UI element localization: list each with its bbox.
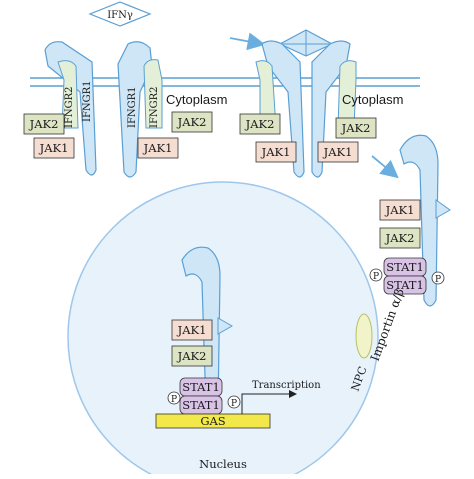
nuclear-pore-complex	[355, 313, 373, 359]
jak2-label-1: JAK2	[29, 117, 59, 131]
ifngr2-label-left: IFNGR2	[64, 86, 75, 128]
stat1-label-2a: STAT1	[182, 380, 220, 394]
jak2-label-4: JAK2	[341, 121, 371, 135]
jak1-label-1: JAK1	[39, 141, 69, 155]
ifngr1-label-right: IFNGR1	[127, 86, 138, 128]
jak1-label-2: JAK1	[143, 141, 173, 155]
jak2-box-2	[171, 111, 213, 133]
nucleus-label: Nucleus	[199, 457, 247, 471]
phospho-label-1b: P	[435, 275, 441, 285]
jak1-box-6	[171, 319, 213, 341]
jak1-label-3: JAK1	[261, 145, 291, 159]
phospho-2b	[227, 395, 241, 409]
cytoplasm-label-2: Cytoplasm	[342, 92, 403, 107]
ifng-label: IFNγ	[107, 10, 133, 21]
phospho-label-2b: P	[231, 399, 237, 409]
jak1-label-5: JAK1	[385, 203, 415, 217]
jak1-label-6: JAK1	[177, 323, 207, 337]
phospho-label-1a: P	[373, 272, 379, 282]
gas-label: GAS	[200, 414, 225, 428]
jak2-box-5	[379, 227, 421, 249]
ifngr1-left	[44, 41, 97, 176]
ifngr2-label-right: IFNGR2	[149, 86, 160, 128]
binding-arrow	[229, 32, 266, 51]
stat1-label-1a: STAT1	[386, 260, 424, 274]
jak2-box-3	[239, 113, 281, 135]
ifng-ligand: IFNγ	[88, 1, 152, 27]
stat1-box-1b	[383, 275, 427, 295]
receptor-pair-bound: JAK2 JAK1 JAK2 JAK1	[239, 29, 377, 178]
jak1-box-2	[137, 137, 179, 159]
phospho-1a	[369, 268, 383, 282]
nuclear-complex: JAK1 JAK2 STAT1 STAT1 P P	[167, 246, 241, 415]
jak1-box-5	[379, 199, 421, 221]
ifngr1-right	[117, 41, 153, 178]
jak2-label-5: JAK2	[385, 231, 415, 245]
phospho-1b	[431, 271, 445, 285]
jak2-label-3: JAK2	[245, 117, 275, 131]
jak2-box-6	[171, 345, 213, 367]
jak2-box-4	[335, 117, 377, 139]
transcription-arrow	[241, 390, 297, 414]
phospho-label-2a: P	[171, 395, 177, 405]
stat1-label-2b: STAT1	[182, 398, 220, 412]
jak2-label-2: JAK2	[177, 115, 207, 129]
phospho-2a	[167, 391, 181, 405]
ifngr2-right	[143, 59, 163, 129]
gas-element	[155, 413, 271, 429]
ifngr2-left	[57, 60, 79, 129]
ifngr1-label-left: IFNGR1	[82, 80, 93, 122]
internalization-arrow	[371, 155, 399, 179]
jak1-box-1	[33, 137, 75, 159]
transcription-label: Transcription	[252, 380, 321, 391]
jak1-box-3	[255, 141, 297, 163]
jak2-label-6: JAK2	[177, 349, 207, 363]
internalized-complex: JAK1 JAK2 STAT1 STAT1 P P	[369, 134, 451, 307]
receptor-pair-unbound: IFNGR2 IFNGR1 IFNGR1 IFNGR2 JAK2 JAK1 JA…	[23, 41, 213, 178]
cytoplasm-label-1: Cytoplasm	[166, 92, 227, 107]
jak2-box-1	[23, 113, 65, 135]
jak1-label-4: JAK1	[323, 145, 353, 159]
jak1-box-4	[317, 141, 359, 163]
stat1-label-1b: STAT1	[386, 278, 424, 292]
